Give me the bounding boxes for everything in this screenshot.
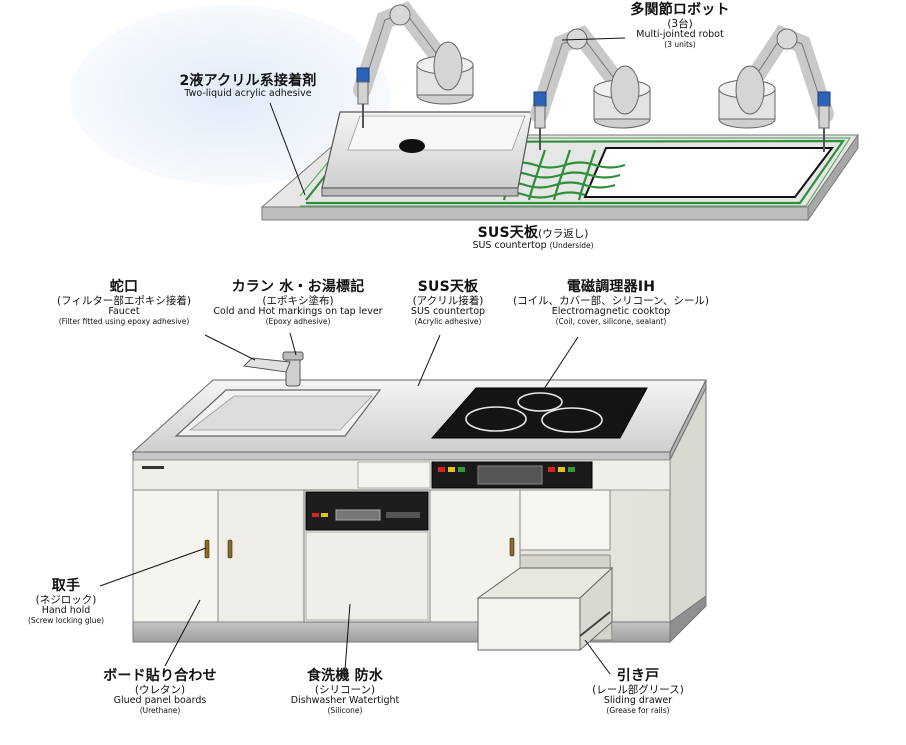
label-robot-en: Multi-jointed robot xyxy=(636,29,724,41)
label-lever-ep: (Epoxy adhesive) xyxy=(265,317,331,327)
label-handle-ep: (Screw locking glue) xyxy=(27,616,105,626)
leader-adhesive xyxy=(269,102,306,196)
label-countertop-en: SUS countertop xyxy=(410,306,486,318)
label-handle: 取手 (ネジロック) Hand hold (Screw locking glue… xyxy=(28,578,104,626)
label-cooktop-ja: 電磁調理器IH xyxy=(566,279,656,295)
label-panel: ボード貼り合わせ (ウレタン) Glued panel boards (Uret… xyxy=(103,668,217,716)
label-handle-jp: (ネジロック) xyxy=(35,594,97,607)
label-dishwasher-jp: (シリコーン) xyxy=(314,684,376,697)
label-cooktop-jp: (コイル、カバー部、シリコーン、シール) xyxy=(512,295,710,308)
countertop-underside xyxy=(260,111,859,222)
label-robot-ep: (3 units) xyxy=(664,40,696,50)
label-countertop: SUS天板 (アクリル接着) SUS countertop (Acrylic a… xyxy=(411,279,485,327)
robot-3 xyxy=(718,24,834,152)
label-cooktop-ep: (Coil, cover, silicone, sealant) xyxy=(555,317,667,327)
label-countertop-underside: SUS天板(ウラ返し) SUS countertop (Underside) xyxy=(472,223,593,252)
label-panel-en: Glued panel boards xyxy=(113,695,207,707)
label-dishwasher-en: Dishwasher Watertight xyxy=(290,695,400,707)
label-dishwasher-ja: 食洗機 防水 xyxy=(306,668,384,684)
leader-robot xyxy=(561,37,626,41)
upper-drawer xyxy=(519,489,611,551)
label-countertop-ja: SUS天板 xyxy=(417,279,479,295)
label-countertop-under-en: SUS countertop xyxy=(472,240,547,252)
label-faucet: 蛇口 (フィルター部エポキシ接着) Faucet (Filter fitted … xyxy=(57,279,191,327)
robot-1 xyxy=(353,1,474,128)
label-drawer-en: Sliding drawer xyxy=(603,695,673,707)
label-countertop-under-jp: (ウラ返し) xyxy=(538,228,589,240)
label-drawer-jp: (レール部グリース) xyxy=(592,684,684,697)
label-drawer-ja: 引き戸 xyxy=(616,668,660,684)
label-lever-en: Cold and Hot markings on tap lever xyxy=(213,306,383,318)
label-robot-jp: (3台) xyxy=(667,18,693,31)
label-adhesive: 2液アクリル系接着剤 Two-liquid acrylic adhesive xyxy=(179,73,316,100)
label-handle-en: Hand hold xyxy=(41,605,91,617)
label-cooktop-en: Electromagnetic cooktop xyxy=(551,306,671,318)
label-faucet-ja: 蛇口 xyxy=(109,279,139,295)
label-dishwasher: 食洗機 防水 (シリコーン) Dishwasher Watertight (Si… xyxy=(291,668,399,716)
label-lever: カラン 水・お湯標記 (エポキシ塗布) Cold and Hot marking… xyxy=(213,279,382,327)
kitchen-unit xyxy=(99,332,707,675)
label-faucet-ep: (Filter fitted using epoxy adhesive) xyxy=(58,317,190,327)
door-handle-left xyxy=(204,539,210,559)
background-cloud xyxy=(70,5,390,185)
label-adhesive-en: Two-liquid acrylic adhesive xyxy=(184,88,312,100)
label-drawer-ep: (Grease for rails) xyxy=(606,706,670,716)
label-lever-jp: (エポキシ塗布) xyxy=(262,295,334,308)
cooktop-control-panel xyxy=(431,461,593,489)
label-cooktop: 電磁調理器IH (コイル、カバー部、シリコーン、シール) Electromagn… xyxy=(513,279,709,327)
left-door-1 xyxy=(132,489,219,623)
leader-lines xyxy=(99,332,611,675)
ih-cooktop xyxy=(430,387,648,439)
label-countertop-ep: (Acrylic adhesive) xyxy=(414,317,482,327)
label-panel-jp: (ウレタン) xyxy=(134,684,186,697)
dishwasher xyxy=(303,489,431,623)
robot-gluing-scene xyxy=(70,1,859,222)
sliding-drawer-open xyxy=(476,554,614,652)
label-adhesive-ja: 2液アクリル系接着剤 xyxy=(179,73,317,89)
label-drawer: 引き戸 (レール部グリース) Sliding drawer (Grease fo… xyxy=(592,668,684,716)
door-handle-3 xyxy=(509,537,515,557)
label-robot-ja: 多関節ロボット xyxy=(630,2,730,18)
label-panel-ep: (Urethane) xyxy=(139,706,181,716)
label-countertop-under-ja: SUS天板 xyxy=(477,225,539,241)
faucet-fixture xyxy=(242,351,304,387)
label-countertop-jp: (アクリル接着) xyxy=(412,295,484,308)
label-lever-ja: カラン 水・お湯標記 xyxy=(231,279,365,295)
label-faucet-en: Faucet xyxy=(108,306,140,318)
label-robot: 多関節ロボット (3台) Multi-jointed robot (3 unit… xyxy=(630,2,729,50)
label-dishwasher-ep: (Silicone) xyxy=(327,706,363,716)
label-handle-ja: 取手 xyxy=(51,578,81,594)
label-countertop-under-ep: (Underside) xyxy=(549,241,594,251)
label-panel-ja: ボード貼り合わせ xyxy=(103,668,217,684)
label-faucet-jp: (フィルター部エポキシ接着) xyxy=(57,295,191,308)
door-handle-right xyxy=(227,539,233,559)
